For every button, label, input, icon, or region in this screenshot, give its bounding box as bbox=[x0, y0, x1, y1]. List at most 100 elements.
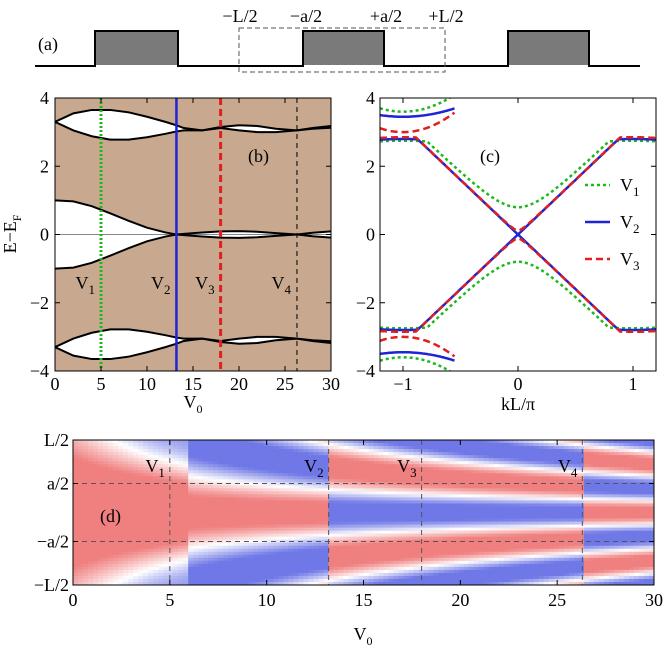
heatmap-cell bbox=[438, 503, 445, 508]
heatmap-cell bbox=[403, 497, 410, 502]
heatmap-cell bbox=[318, 467, 325, 471]
heatmap-cell bbox=[518, 482, 525, 486]
heatmap-cell bbox=[373, 509, 380, 514]
heatmap-cell bbox=[448, 533, 455, 538]
heatmap-cell bbox=[153, 455, 159, 459]
heatmap-cell bbox=[578, 470, 585, 474]
heatmap-cell bbox=[458, 449, 465, 453]
heatmap-cell bbox=[423, 518, 430, 523]
heatmap-cell bbox=[188, 443, 194, 447]
heatmap-cell bbox=[378, 560, 385, 565]
heatmap-cell bbox=[363, 545, 370, 550]
heatmap-cell bbox=[98, 569, 104, 574]
heatmap-cell bbox=[378, 443, 385, 447]
heatmap-cell bbox=[418, 569, 425, 574]
heatmap-cell bbox=[528, 515, 535, 520]
heatmap-cell bbox=[123, 488, 129, 492]
heatmap-cell bbox=[218, 482, 224, 486]
panel-label-a: (a) bbox=[38, 34, 58, 55]
heatmap-cell bbox=[193, 536, 199, 541]
heatmap-cell bbox=[568, 473, 575, 477]
heatmap-cell bbox=[203, 518, 209, 523]
heatmap-cell bbox=[123, 503, 129, 508]
heatmap-cell bbox=[263, 464, 269, 468]
heatmap-cell bbox=[343, 572, 350, 577]
heatmap-cell bbox=[553, 527, 560, 532]
heatmap-cell bbox=[183, 440, 189, 444]
heatmap-cell bbox=[553, 494, 560, 498]
heatmap-cell bbox=[473, 569, 480, 574]
heatmap-cell bbox=[193, 467, 199, 471]
heatmap-cell bbox=[348, 491, 355, 495]
heatmap-cell bbox=[263, 503, 269, 508]
heatmap-cell bbox=[108, 488, 114, 492]
heatmap-cell bbox=[373, 548, 380, 553]
heatmap-cell bbox=[308, 455, 315, 459]
heatmap-cell bbox=[518, 449, 525, 453]
heatmap-cell bbox=[578, 473, 585, 477]
heatmap-cell bbox=[138, 545, 144, 550]
heatmap-cell bbox=[423, 515, 430, 520]
heatmap-cell bbox=[363, 506, 370, 511]
heatmap-cell bbox=[323, 548, 330, 553]
heatmap-cell bbox=[118, 530, 124, 535]
heatmap-cell bbox=[123, 455, 129, 459]
heatmap-cell bbox=[203, 479, 209, 483]
heatmap-cell bbox=[273, 551, 279, 556]
heatmap-cell bbox=[263, 461, 269, 465]
heatmap-cell bbox=[178, 479, 184, 483]
heatmap-cell bbox=[138, 521, 144, 526]
heatmap-cell bbox=[168, 470, 174, 474]
heatmap-cell bbox=[468, 515, 475, 520]
heatmap-cell bbox=[123, 554, 129, 559]
heatmap-cell bbox=[113, 485, 119, 489]
heatmap-cell bbox=[443, 563, 450, 568]
heatmap-cell bbox=[253, 524, 259, 529]
heatmap-cell bbox=[498, 560, 505, 565]
heatmap-cell bbox=[573, 497, 580, 502]
heatmap-cell bbox=[373, 482, 380, 486]
heatmap-cell bbox=[303, 488, 310, 492]
heatmap-cell bbox=[538, 482, 545, 486]
heatmap-cell bbox=[428, 575, 435, 580]
heatmap-cell bbox=[238, 512, 244, 517]
heatmap-cell bbox=[578, 494, 585, 498]
heatmap-cell bbox=[248, 581, 254, 585]
heatmap-cell bbox=[558, 443, 565, 447]
heatmap-cell bbox=[113, 572, 119, 577]
heatmap-cell bbox=[378, 569, 385, 574]
heatmap-cell bbox=[143, 575, 149, 580]
heatmap-cell bbox=[163, 494, 169, 498]
heatmap-cell bbox=[493, 515, 500, 520]
heatmap-cell bbox=[108, 473, 114, 477]
heatmap-cell bbox=[508, 569, 515, 574]
heatmap-cell bbox=[143, 509, 149, 514]
heatmap-cell bbox=[488, 440, 495, 444]
heatmap-cell bbox=[213, 527, 219, 532]
heatmap-cell bbox=[163, 518, 169, 523]
heatmap-cell bbox=[108, 443, 114, 447]
heatmap-cell bbox=[198, 473, 204, 477]
heatmap-cell bbox=[283, 440, 289, 444]
heatmap-cell bbox=[313, 527, 320, 532]
heatmap-cell bbox=[383, 497, 390, 502]
heatmap-cell bbox=[568, 518, 575, 523]
heatmap-cell bbox=[193, 485, 199, 489]
heatmap-cell bbox=[93, 476, 99, 480]
heatmap-cell bbox=[168, 503, 174, 508]
heatmap-cell bbox=[233, 509, 239, 514]
heatmap-cell bbox=[208, 569, 214, 574]
heatmap-cell bbox=[108, 479, 114, 483]
heatmap-cell bbox=[568, 479, 575, 483]
heatmap-cell bbox=[513, 581, 520, 585]
heatmap-cell bbox=[553, 536, 560, 541]
heatmap-cell bbox=[393, 509, 400, 514]
heatmap-cell bbox=[173, 500, 179, 505]
heatmap-cell bbox=[228, 446, 234, 450]
heatmap-cell bbox=[148, 497, 154, 502]
heatmap-cell bbox=[98, 515, 104, 520]
heatmap-cell bbox=[208, 503, 214, 508]
heatmap-cell bbox=[198, 452, 204, 456]
heatmap-cell bbox=[293, 440, 299, 444]
